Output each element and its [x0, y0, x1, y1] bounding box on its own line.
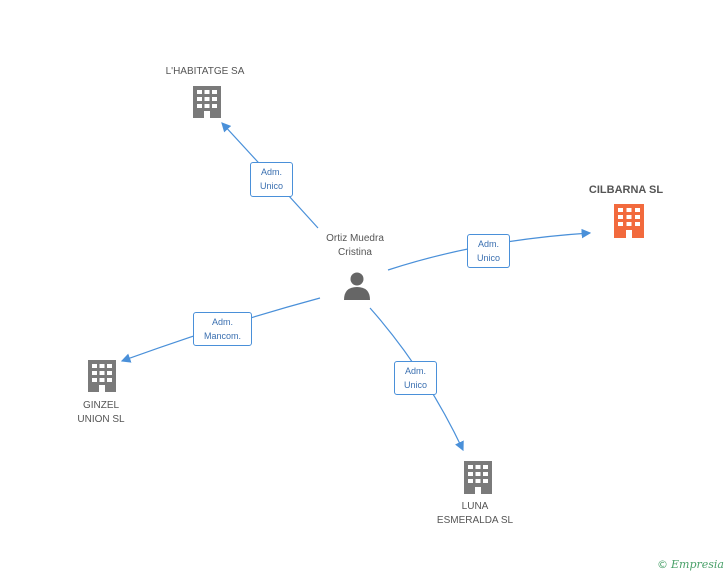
edge-label-cilbarna[interactable]: Adm. Unico [467, 234, 510, 268]
node-label-cilbarna[interactable]: CILBARNA SL [588, 184, 664, 196]
building-icon[interactable] [88, 360, 116, 392]
node-label-lhabitatge[interactable]: L'HABITATGE SA [165, 66, 245, 77]
node-label-luna[interactable]: LUNA ESMERALDA SL [436, 501, 514, 526]
node-label-person[interactable]: Ortiz Muedra Cristina [326, 233, 384, 258]
footer-brand: ©Empresia [657, 558, 724, 571]
edge-label-lhabitatge[interactable]: Adm. Unico [250, 162, 293, 197]
edge-label-ginzel[interactable]: Adm. Mancom. [193, 312, 252, 346]
edge-label-luna[interactable]: Adm. Unico [394, 361, 437, 395]
node-label-ginzel[interactable]: GINZEL UNION SL [77, 400, 125, 425]
building-icon-main[interactable] [614, 204, 644, 238]
copyright-icon: © [657, 558, 668, 571]
building-icon[interactable] [464, 461, 492, 494]
brand-logo: Empresia [671, 558, 724, 571]
person-icon[interactable] [344, 272, 370, 301]
building-icon[interactable] [193, 86, 221, 118]
